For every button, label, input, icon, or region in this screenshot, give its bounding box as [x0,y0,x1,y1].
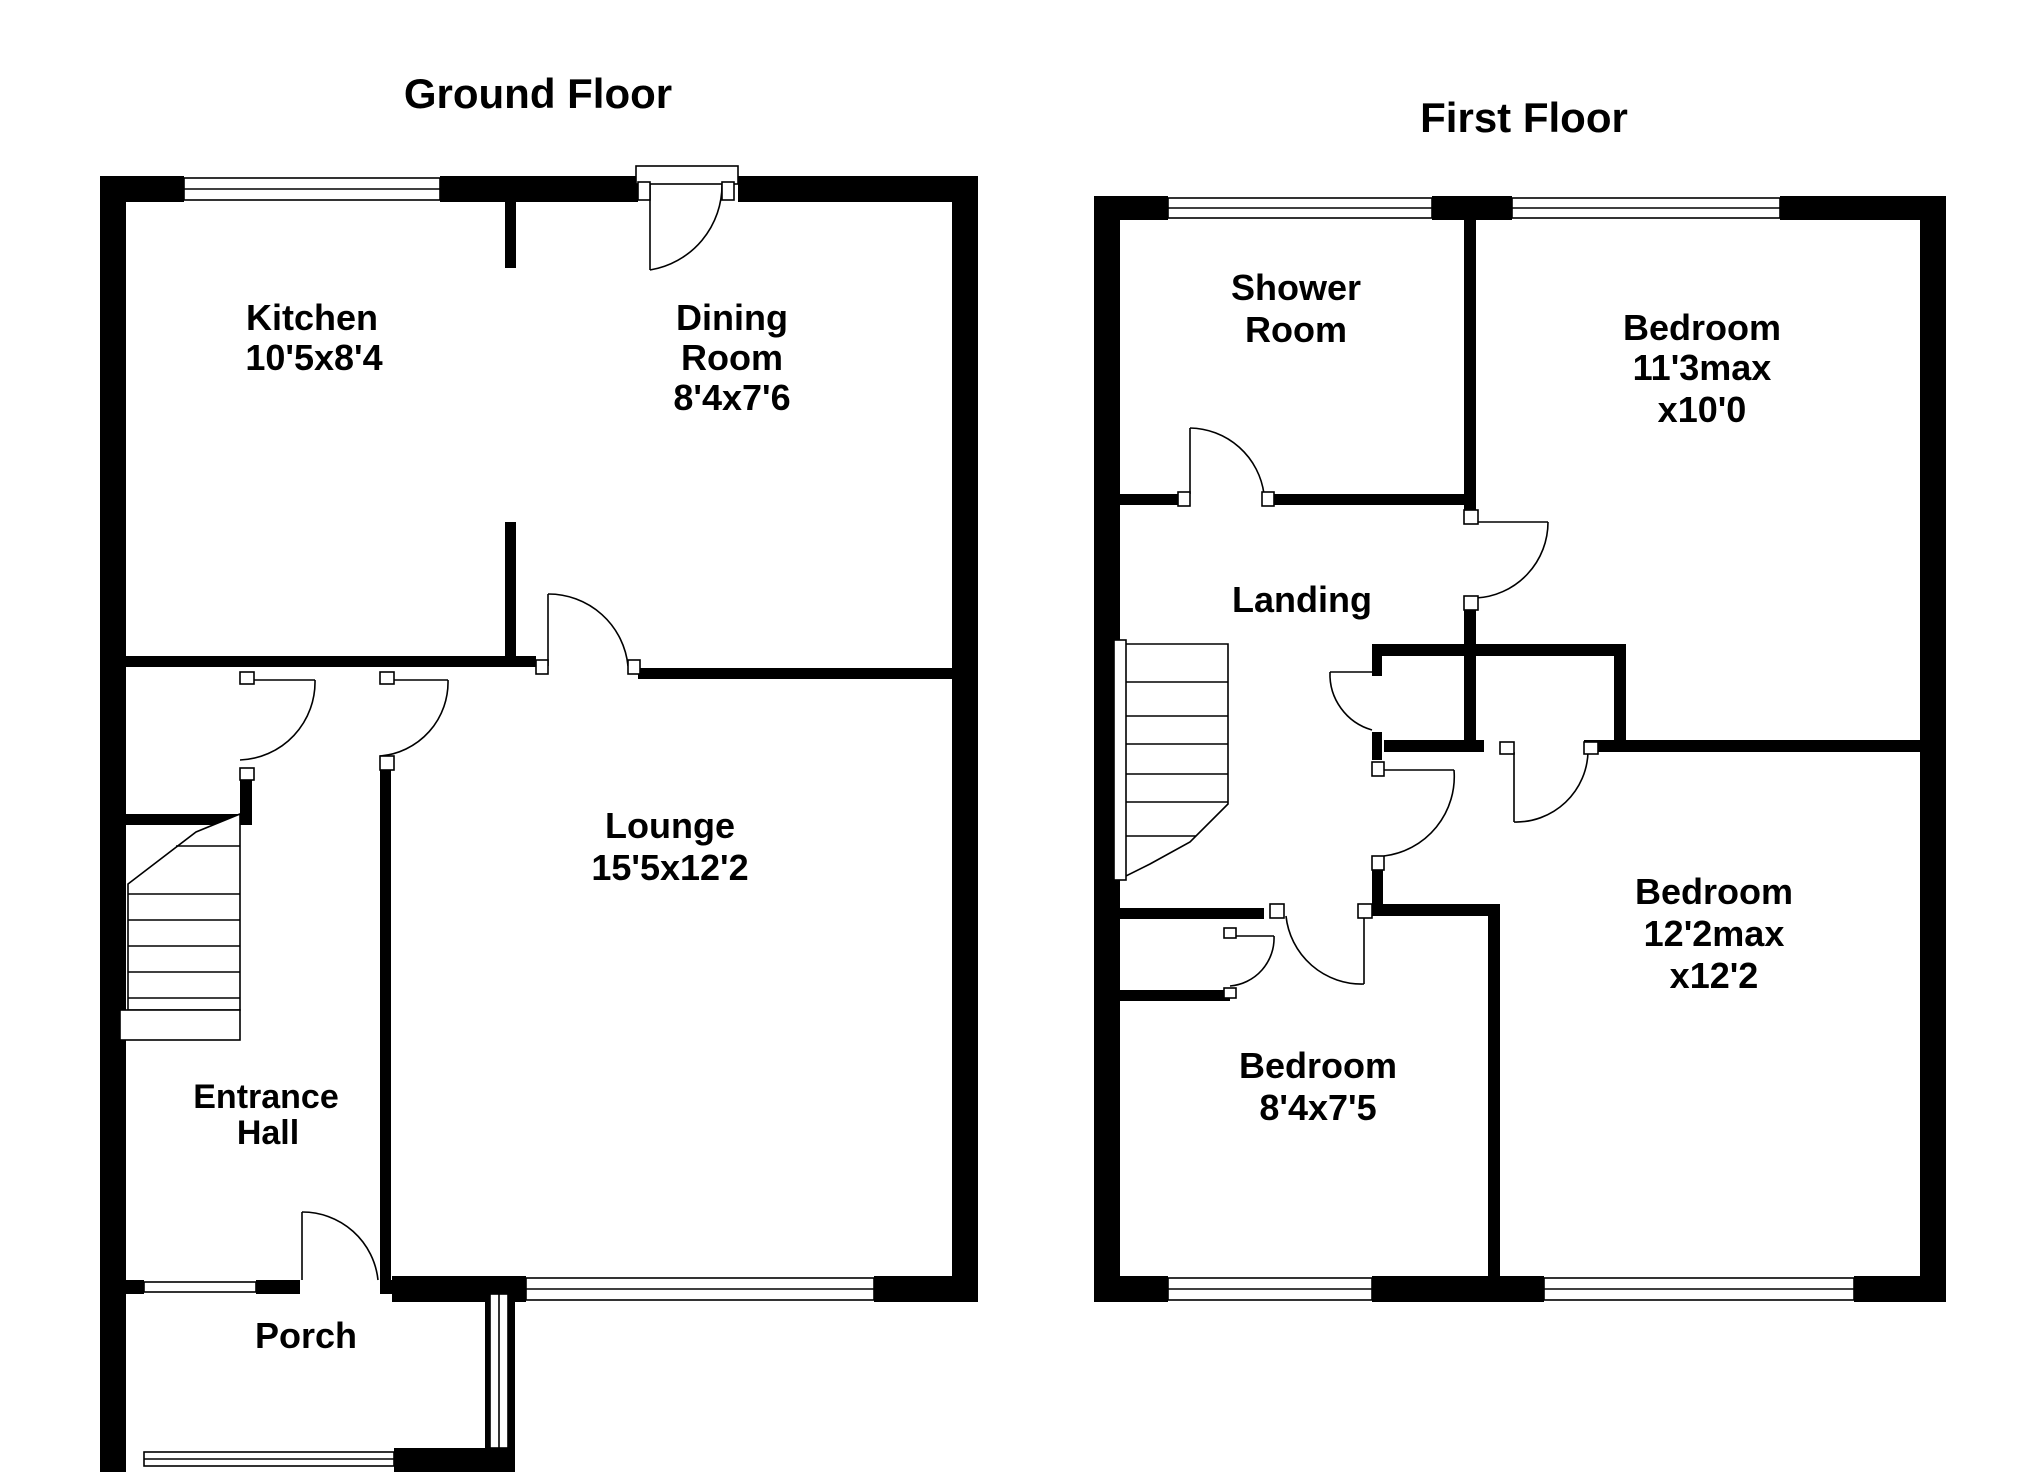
shower-room-window [1167,197,1433,219]
shower-south-wall-west [1120,494,1180,505]
first-floor-plan [1094,196,1946,1302]
bedroom1-west-wall-lower [1464,608,1476,752]
bedroom1-cupboard-door [1499,741,1599,823]
porch-wall-east [380,1280,490,1294]
ground-floor-east-wall [952,176,978,1302]
first-floor-title: First Floor [1420,94,1628,141]
cupboard-door [239,671,316,781]
cupboard-east-wall [1614,644,1626,752]
first-floor-staircase [1113,639,1229,881]
dining-room-name-line1: Dining [676,297,788,338]
kitchen-dining-partition-south [505,522,516,660]
hall-lounge-wall [380,770,391,1280]
cupboard-jamb-bottom [1372,732,1382,760]
bedroom3-north-wall-east [1372,904,1498,916]
shower-north-wall-west [1094,196,1168,220]
shower-room-name-line2: Room [1245,309,1347,350]
kitchen-dining-partition-north [505,202,516,268]
bedroom2-south-wall-east [1854,1276,1946,1302]
dining-room-size: 8'4x7'6 [673,377,790,418]
north-wall-mid [1432,196,1512,220]
bedroom-north-wall-east [1780,196,1946,220]
hall-window [143,1281,257,1293]
cupboard-wall-stub [240,780,252,824]
bedroom3-cupboard-door [1223,927,1275,999]
shower-south-wall-east [1274,494,1476,505]
bedroom3-south-wall-west [1094,1276,1168,1302]
entrance-hall-name-line1: Entrance [193,1078,339,1116]
lounge-south-wall-east [874,1276,978,1302]
landing-name: Landing [1232,579,1372,620]
bedroom1-size-line1: 11'3max [1633,347,1772,388]
bedroom2-door-landing [1371,761,1456,871]
bedroom3-door [1269,903,1373,985]
bedroom3-north-wall-west [1120,908,1264,919]
bedroom1-door [1463,509,1549,611]
ground-floor-staircase [119,812,241,1041]
bedroom2-size-line1: 12'2max [1644,913,1785,954]
lounge-size: 15'5x12'2 [591,847,748,888]
cupboard-jamb-top [1372,656,1382,676]
bedroom1-name: Bedroom [1623,307,1781,348]
bedroom1-window [1511,197,1781,219]
hall-lounge-door [379,671,449,771]
porch-window-side [489,1293,509,1449]
porch-wall-west [126,1280,144,1294]
bedroom3-window [1167,1277,1373,1301]
dining-north-wall [738,176,978,202]
bedroom1-bedroom2-wall [1584,740,1920,752]
ground-floor-plan [100,165,978,1472]
landing-cupboard-door [1329,671,1373,731]
shower-room-name-line1: Shower [1231,267,1361,308]
ground-floor-title: Ground Floor [404,70,672,117]
bedroom2-window [1543,1277,1855,1301]
first-floor-east-wall [1920,196,1946,1302]
porch-window-south [143,1451,395,1467]
lounge-window [525,1277,875,1301]
south-wall-mid [1372,1276,1544,1302]
bedroom2-size-line2: x12'2 [1670,955,1759,996]
bedroom3-name: Bedroom [1239,1045,1397,1086]
dining-room-name-line2: Room [681,337,783,378]
shower-bedroom-wall [1464,220,1476,510]
stair-cupboard-wall [126,814,252,825]
ground-floor-west-wall [100,176,126,1472]
bedroom2-name: Bedroom [1635,871,1793,912]
porch-name: Porch [255,1315,357,1356]
lounge-door [535,593,641,675]
landing-cupboard-wall [1384,740,1484,752]
porch-south-wall [394,1448,515,1472]
shower-room-door [1177,427,1275,507]
porch-wall-mid [256,1280,300,1294]
landing-bedroom3-wall-stub [1372,866,1383,916]
entrance-hall-name-line2: Hall [237,1114,299,1152]
dining-external-door [635,165,739,271]
dining-lounge-wall [638,668,952,679]
cupboard-north-wall [1372,644,1626,656]
lounge-name: Lounge [605,805,735,846]
bedroom3-size: 8'4x7'5 [1259,1087,1376,1128]
kitchen-window [183,177,441,201]
kitchen-north-wall-east [440,176,638,202]
kitchen-name: Kitchen [246,297,378,338]
bedroom3-bedroom2-wall [1488,904,1500,1302]
kitchen-size: 10'5x8'4 [245,337,382,378]
porch-door [301,1211,379,1281]
kitchen-south-wall [126,656,536,667]
bedroom3-cupboard-wall [1120,990,1230,1001]
bedroom1-size-line2: x10'0 [1658,389,1747,430]
kitchen-north-wall-west [100,176,184,202]
